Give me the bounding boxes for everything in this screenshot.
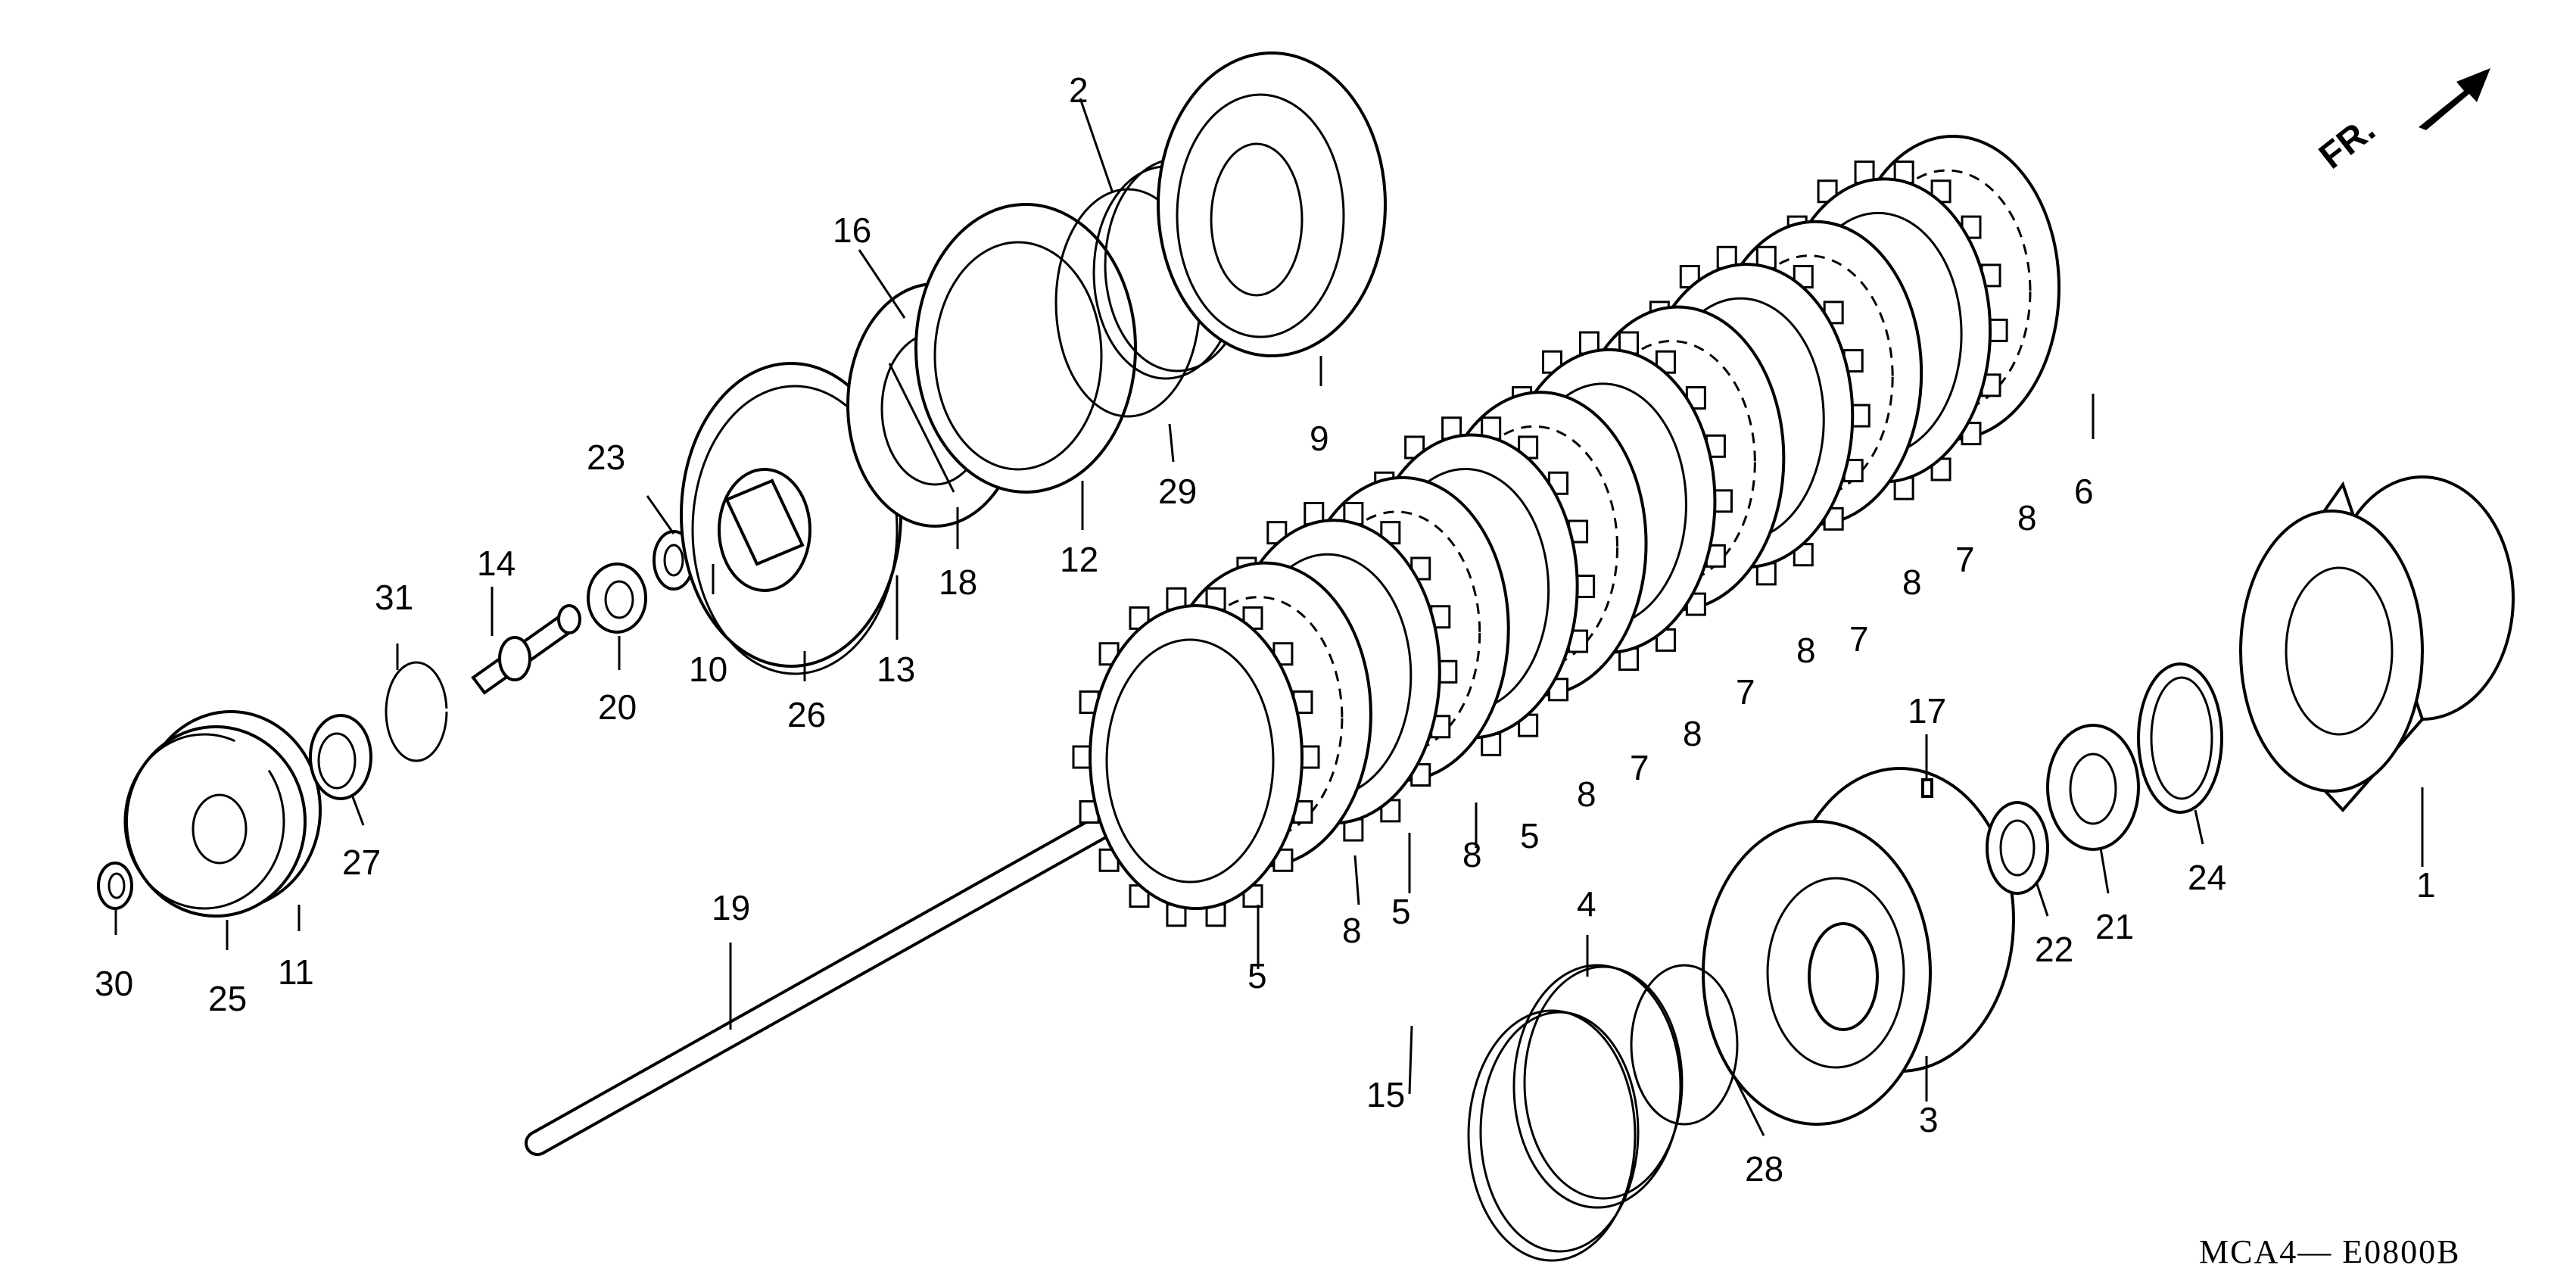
callout-4: 4 bbox=[1577, 884, 1596, 924]
callout-8d: 8 bbox=[1683, 714, 1702, 753]
callout-22: 22 bbox=[2035, 930, 2073, 969]
callout-9: 9 bbox=[1310, 419, 1329, 458]
leader-lines bbox=[114, 98, 2424, 1136]
callout-5a: 5 bbox=[1248, 956, 1267, 996]
part-15-snap-ring bbox=[1467, 1009, 1640, 1262]
callout-11: 11 bbox=[278, 952, 314, 992]
part-19-shaft bbox=[525, 814, 1114, 1156]
callout-7d: 7 bbox=[1955, 540, 1975, 579]
part-28-o-ring bbox=[1630, 964, 1739, 1126]
callout-16: 16 bbox=[833, 210, 871, 250]
callout-2: 2 bbox=[1069, 70, 1089, 110]
callout-8c: 8 bbox=[1577, 774, 1596, 814]
front-label: FR. bbox=[2312, 109, 2383, 176]
callout-7b: 7 bbox=[1736, 672, 1755, 712]
part-3-clutch-hub bbox=[1702, 767, 2015, 1126]
callout-5b: 5 bbox=[1391, 892, 1411, 931]
part-21-lock-nut bbox=[2046, 724, 2140, 851]
callout-30: 30 bbox=[95, 964, 133, 1003]
callout-5c: 5 bbox=[1520, 816, 1540, 855]
part-22-needle-bearing bbox=[1986, 801, 2049, 895]
part-13-spring-retainer bbox=[680, 362, 902, 668]
callout-10: 10 bbox=[689, 650, 727, 689]
callout-13: 13 bbox=[877, 650, 915, 689]
callout-21: 21 bbox=[2095, 907, 2134, 946]
callout-27: 27 bbox=[342, 843, 381, 882]
callout-29: 29 bbox=[1158, 472, 1197, 511]
callout-7a: 7 bbox=[1630, 748, 1649, 787]
callout-8e: 8 bbox=[1796, 631, 1816, 670]
callout-18: 18 bbox=[939, 562, 977, 602]
callout-14: 14 bbox=[477, 544, 516, 583]
drawing-code: MCA4— E0800B bbox=[2199, 1233, 2460, 1270]
part-12-drum bbox=[914, 203, 1137, 494]
callout-31: 31 bbox=[375, 578, 413, 617]
callout-3: 3 bbox=[1919, 1100, 1939, 1139]
callout-1: 1 bbox=[2416, 865, 2436, 905]
callout-12: 12 bbox=[1060, 540, 1098, 579]
front-direction-arrow: FR. bbox=[2312, 68, 2490, 177]
callout-19: 19 bbox=[712, 888, 750, 927]
callout-8g: 8 bbox=[2017, 498, 2037, 538]
callout-8a: 8 bbox=[1342, 911, 1362, 950]
part-27-bearing bbox=[309, 714, 372, 800]
part-16-spring bbox=[888, 363, 955, 493]
part-1-clutch-drum bbox=[2239, 475, 2515, 812]
callout-15: 15 bbox=[1366, 1075, 1405, 1114]
clutch-plate bbox=[1072, 587, 1320, 927]
callout-labels: 1 2 3 4 5 5 5 6 7 7 7 7 7 8 8 8 8 8 8 8 … bbox=[95, 70, 2436, 1189]
callout-6: 6 bbox=[2074, 472, 2094, 511]
callout-28: 28 bbox=[1745, 1149, 1783, 1189]
part-20-seal bbox=[587, 562, 647, 634]
callout-26-label: 26 bbox=[787, 695, 826, 734]
part-14-valve-pin bbox=[471, 604, 581, 695]
callout-25: 25 bbox=[208, 979, 247, 1018]
part-9-piston-housing bbox=[1157, 51, 1387, 357]
part-26-snap-ring bbox=[691, 385, 899, 675]
callout-8f: 8 bbox=[1902, 562, 1922, 602]
part-4-snap-ring bbox=[1512, 964, 1684, 1209]
part-11-housing bbox=[125, 710, 322, 918]
clutch-plate-stack bbox=[1072, 135, 2060, 927]
callout-23: 23 bbox=[587, 438, 625, 477]
callout-7c: 7 bbox=[1849, 619, 1869, 659]
callout-8b: 8 bbox=[1462, 835, 1482, 874]
part-17-clip bbox=[1921, 778, 1933, 798]
callout-24: 24 bbox=[2188, 858, 2226, 897]
part-31-ring bbox=[385, 661, 448, 762]
part-24-thrust-washer bbox=[2137, 662, 2223, 814]
callout-17: 17 bbox=[1908, 691, 1946, 731]
callout-20: 20 bbox=[598, 687, 637, 727]
part-25-snap-ring bbox=[123, 733, 285, 910]
part-30-nut bbox=[97, 862, 133, 910]
